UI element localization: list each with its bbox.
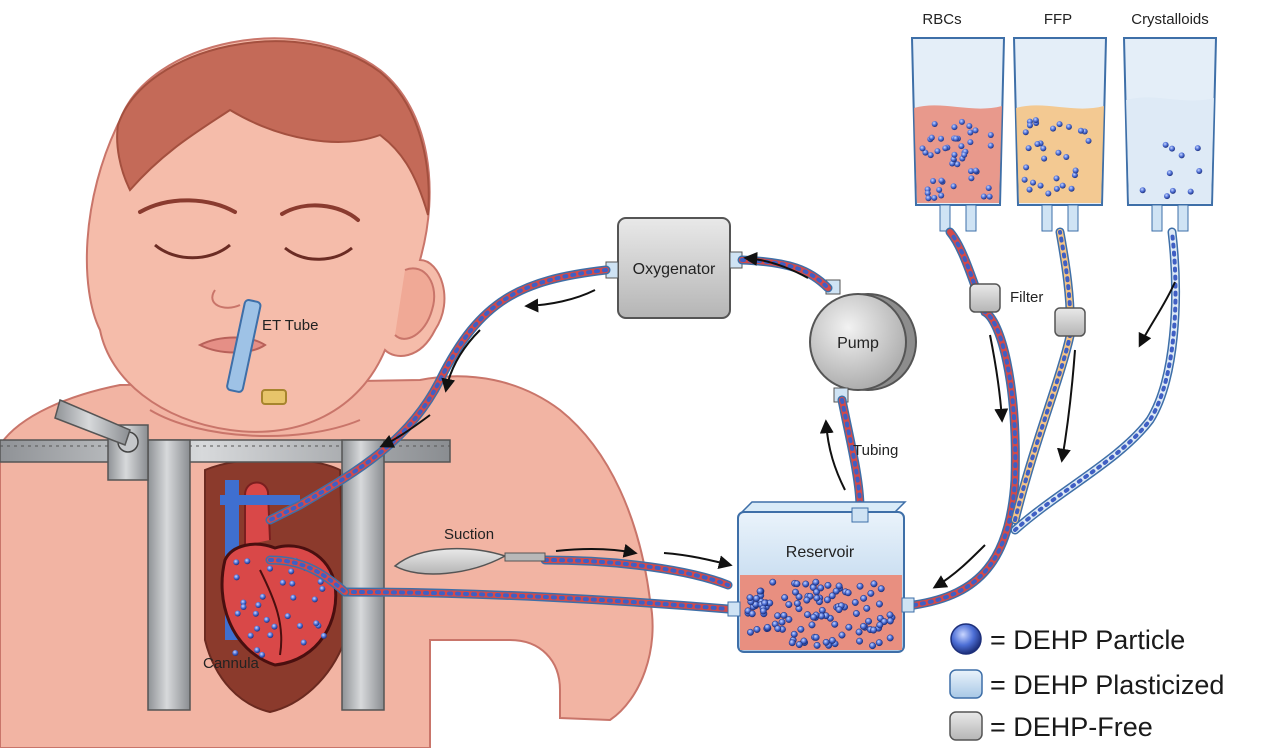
pump-unit — [809, 279, 917, 403]
filter-label: Filter — [1010, 289, 1043, 306]
tube-rbcs — [909, 227, 1020, 610]
iv-bags — [910, 37, 1218, 232]
tube-suction-to-reservoir — [540, 555, 733, 590]
left-eyebrow — [138, 198, 237, 214]
legend-label-dehp-free: = DEHP-Free — [990, 712, 1153, 742]
particle-icon — [950, 623, 982, 655]
dehp-free-icon — [949, 711, 983, 741]
cannula-label: Cannula — [203, 655, 260, 672]
reservoir-particles — [744, 578, 896, 650]
reservoir-label: Reservoir — [786, 544, 855, 561]
ffp-label: FFP — [1044, 11, 1072, 28]
suction-device — [393, 548, 546, 575]
infant-ear — [394, 267, 436, 340]
tube-oxygenator-to-heart — [265, 265, 611, 525]
legend: = DEHP Particle = DEHP Plasticized = DEH… — [949, 623, 1224, 742]
filter-2 — [1054, 307, 1086, 337]
oxygenator-label: Oxygenator — [633, 261, 716, 278]
tubing-label: Tubing — [853, 442, 898, 459]
iv-bag-crystalloids — [1122, 37, 1218, 232]
nose — [211, 289, 241, 309]
infant-illustration — [0, 37, 654, 748]
right-eyebrow — [280, 203, 360, 222]
right-eye — [284, 246, 353, 261]
et-tube — [226, 299, 287, 405]
tube-pump-to-oxygenator — [737, 255, 833, 293]
crystalloids-label: Crystalloids — [1131, 11, 1209, 28]
legend-item-particle: = DEHP Particle — [950, 623, 1185, 655]
chest-retractor — [0, 398, 451, 711]
tube-heart-to-reservoir — [340, 587, 733, 614]
left-eye — [154, 243, 231, 260]
plasticized-icon — [949, 669, 983, 699]
tube-reservoir-to-pump — [837, 395, 865, 513]
aorta — [244, 481, 271, 545]
oxygenator-unit — [605, 217, 743, 319]
iv-bag-rbcs — [910, 37, 1006, 232]
tube-crystalloids — [1010, 227, 1181, 535]
infant-hair — [116, 40, 430, 216]
filter-1 — [969, 283, 1001, 313]
legend-label-plasticized: = DEHP Plasticized — [990, 670, 1224, 700]
suction-label: Suction — [444, 526, 494, 543]
rbcs-label: RBCs — [922, 11, 961, 28]
tube-ffp — [1010, 227, 1075, 525]
et-tube-label: ET Tube — [262, 317, 318, 334]
flow-arrows — [379, 251, 1176, 589]
iv-bag-ffp — [1012, 37, 1108, 232]
legend-item-dehp-free: = DEHP-Free — [949, 711, 1153, 742]
legend-label-particle: = DEHP Particle — [990, 625, 1185, 655]
legend-item-plasticized: = DEHP Plasticized — [949, 669, 1224, 700]
pump-label: Pump — [837, 335, 879, 352]
cannula-line — [265, 555, 350, 597]
